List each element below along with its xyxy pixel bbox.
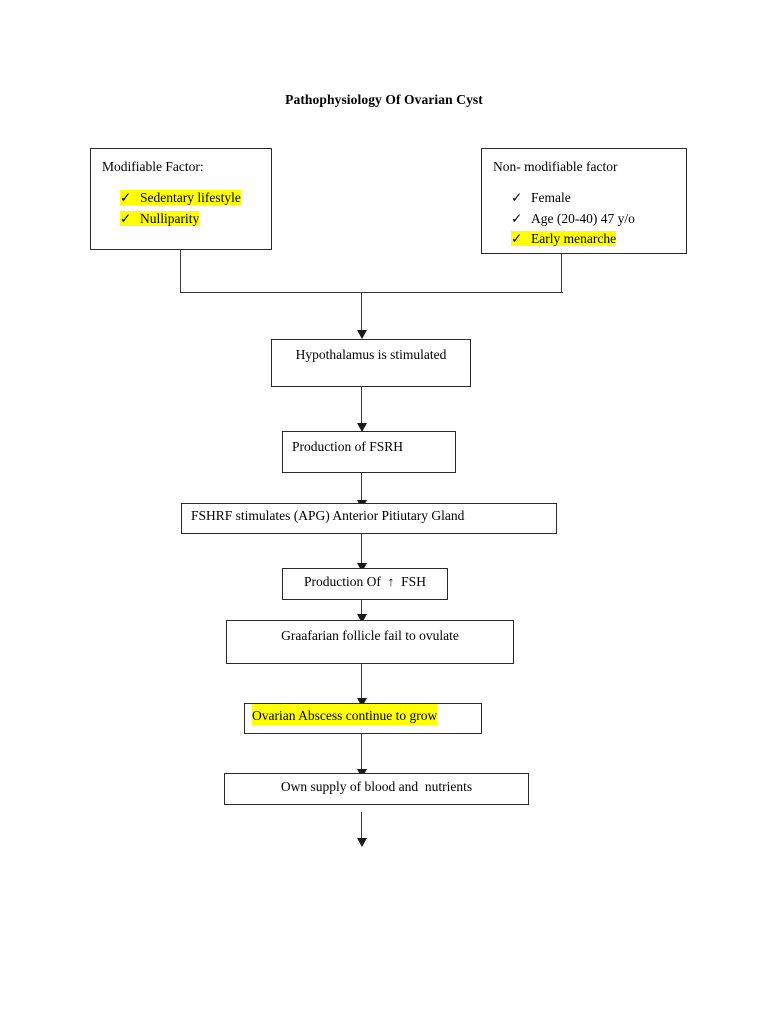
check-icon: ✓ [120,210,132,226]
node-graafarian-label: Graafarian follicle fail to ovulate [281,628,459,643]
node-production-fsrh-label: Production of FSRH [292,439,404,454]
modifiable-factor-heading: Modifiable Factor: [102,159,204,174]
check-icon: ✓ [511,210,523,226]
connector-own-supply-outflow [361,812,363,840]
connector-hypothalamus-to-fsrh [361,387,363,425]
arrowhead-icon [357,838,367,847]
node-production-fsh-prefix: Production Of [304,574,388,589]
non-modifiable-factor-list: ✓ Female ✓ Age (20-40) 47 y/o ✓ Early menar… [482,188,686,250]
node-non-modifiable-factor: Non- modifiable factor ✓ Female ✓ Age (20-… [481,148,687,254]
node-modifiable-factor: Modifiable Factor: ✓ Sedentary lifestyle … [90,148,272,250]
node-ovarian-abscess-label: Ovarian Abscess continue to grow [252,704,438,725]
node-ovarian-abscess: Ovarian Abscess continue to grow [244,703,482,734]
node-production-fsh-label: Production Of ↑ FSH [304,569,426,591]
node-fshrf-stimulates: FSHRF stimulates (APG) Anterior Pitiutar… [181,503,557,534]
list-item-label: Female [531,190,571,205]
list-item-label: Early menarche [531,231,617,247]
connector-left-drop [180,250,182,293]
non-modifiable-factor-heading: Non- modifiable factor [493,159,618,174]
list-item: ✓ Sedentary lifestyle [120,188,271,209]
list-item-label: Age (20-40) 47 y/o [531,210,635,226]
connector-merge-bar [180,292,563,294]
check-icon: ✓ [120,190,132,205]
connector-abscess-to-own-supply [361,734,363,771]
up-arrow-icon: ↑ [387,574,395,589]
node-fshrf-stimulates-label: FSHRF stimulates (APG) Anterior Pitiutar… [191,508,465,523]
connector-right-drop [561,254,563,293]
list-item: ✓ Early menarche [511,229,686,250]
check-icon: ✓ [511,190,523,205]
arrowhead-icon [357,698,367,707]
node-production-fsrh: Production of FSRH [282,431,456,473]
list-item-label: Nulliparity [140,210,200,226]
list-item: ✓ Nulliparity [120,209,271,230]
list-item-label: Sedentary lifestyle [140,190,241,205]
page-title: Pathophysiology Of Ovarian Cyst [285,92,483,107]
check-icon: ✓ [511,231,523,247]
node-hypothalamus-label: Hypothalamus is stimulated [295,347,447,362]
node-production-fsh-suffix: FSH [394,574,426,589]
node-own-supply-label: Own supply of blood and nutrients [280,779,473,794]
list-item: ✓ Female [511,188,686,209]
connector-fsrh-to-fshrf [361,473,363,503]
node-own-supply: Own supply of blood and nutrients [224,773,529,805]
connector-merge-to-hypothalamus [361,292,363,332]
connector-fshrf-to-fsh [361,534,363,566]
modifiable-factor-list: ✓ Sedentary lifestyle ✓ Nulliparity [91,188,271,229]
arrowhead-icon [357,563,367,572]
connector-graafarian-to-abscess [361,664,363,700]
list-item: ✓ Age (20-40) 47 y/o [511,209,686,230]
connector-fsh-to-graafarian [361,600,363,618]
node-production-fsh: Production Of ↑ FSH [282,568,448,600]
arrowhead-icon [357,423,367,432]
node-graafarian: Graafarian follicle fail to ovulate [226,620,514,664]
arrowhead-icon [357,614,367,623]
arrowhead-icon [357,330,367,339]
node-hypothalamus: Hypothalamus is stimulated [271,339,471,387]
